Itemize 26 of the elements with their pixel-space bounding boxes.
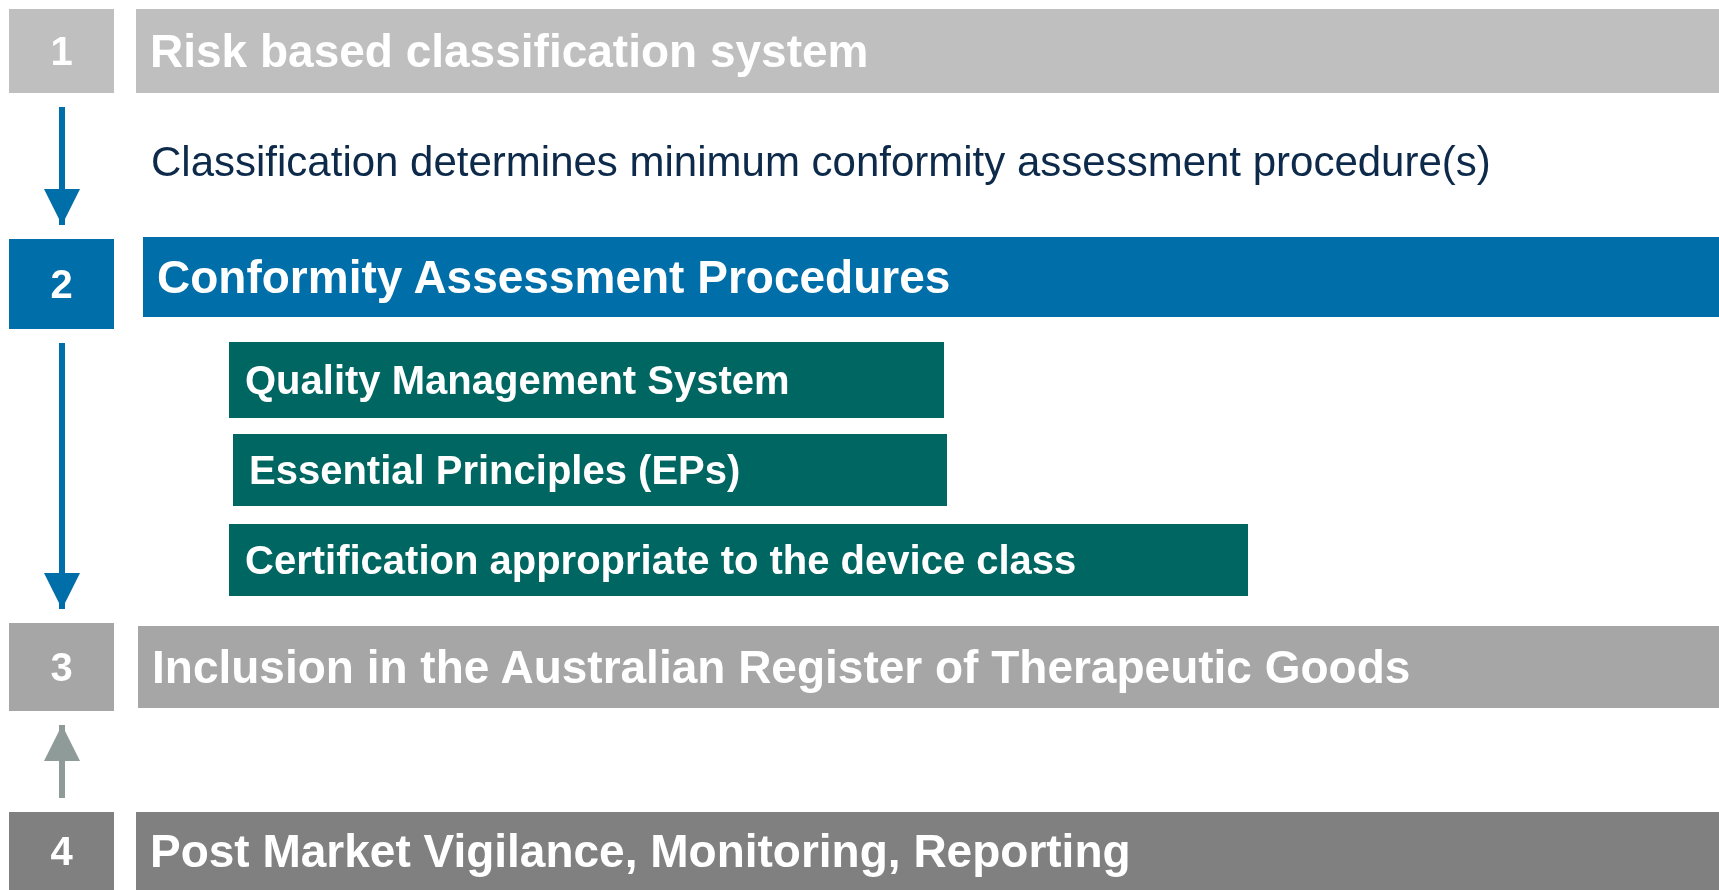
step-number: 2 [50, 261, 73, 307]
note-text: Classification determines minimum conformity assessment procedure(s) [151, 138, 1491, 186]
step-title: Post Market Vigilance, Monitoring, Reporting [150, 824, 1131, 878]
step-number-box [9, 623, 114, 711]
step-title: Conformity Assessment Procedures [157, 250, 951, 304]
step-title: Certification appropriate to the device class [245, 537, 1077, 583]
step-number: 3 [50, 644, 73, 690]
step-title: Risk based classification system [150, 24, 869, 78]
arrow [44, 725, 80, 798]
step-bar [136, 812, 1719, 890]
step-number-box [9, 812, 114, 890]
procedure-box [229, 524, 1248, 596]
arrow [44, 343, 80, 609]
arrow [44, 107, 80, 225]
step-bar [136, 9, 1719, 93]
step-bar [143, 237, 1719, 317]
step-title: Quality Management System [245, 357, 790, 403]
step-number-box [9, 239, 114, 329]
step-number: 1 [50, 28, 73, 74]
step-title: Essential Principles (EPs) [249, 447, 741, 493]
step-title: Inclusion in the Australian Register of Therapeutic Goods [152, 640, 1411, 694]
step-number-box [9, 9, 114, 93]
step-bar [138, 626, 1719, 708]
procedure-box [229, 342, 944, 418]
step-number: 4 [50, 828, 73, 874]
procedure-box [233, 434, 947, 506]
